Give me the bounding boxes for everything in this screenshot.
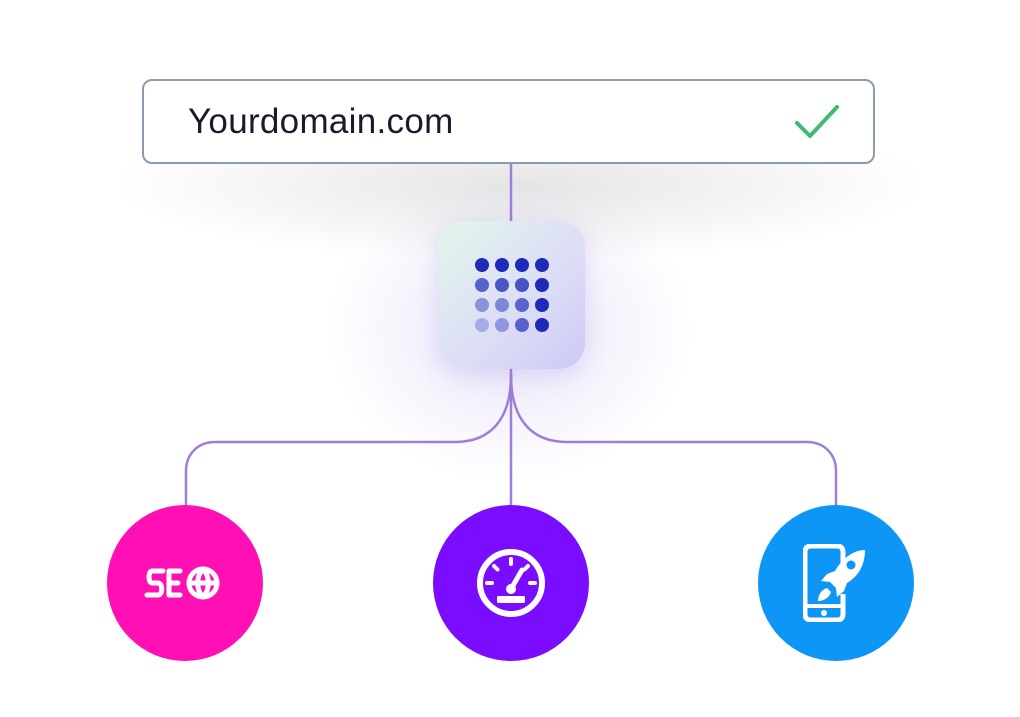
seo-service-circle[interactable] [107, 505, 263, 661]
logo-dot [474, 298, 489, 312]
logo-dot [494, 278, 509, 292]
seo-globe-icon [144, 566, 220, 600]
logo-dot [474, 318, 489, 332]
logo-dot [494, 258, 509, 272]
logo-dot [474, 278, 489, 292]
logo-dot [534, 258, 549, 272]
connector-hub-to-seo [184, 373, 513, 507]
hub-logo-tile [438, 221, 585, 369]
logo-dot [514, 258, 529, 272]
logo-dot [514, 278, 529, 292]
mobile-rocket-icon [803, 544, 865, 622]
mobile-service-circle[interactable] [758, 505, 914, 661]
logo-dot [534, 278, 549, 292]
logo-dot [534, 298, 549, 312]
logo-dot [494, 298, 509, 312]
checkmark-icon [795, 104, 839, 138]
logo-dot [474, 258, 489, 272]
logo-dot [534, 318, 549, 332]
domain-input-box[interactable]: Yourdomain.com [142, 79, 875, 164]
logo-dot [494, 318, 509, 332]
dot-grid-logo-icon [474, 258, 549, 332]
logo-dot [514, 318, 529, 332]
connector-hub-to-mobile [509, 373, 838, 507]
logo-dot [514, 298, 529, 312]
speedometer-icon [477, 549, 545, 617]
speed-service-circle[interactable] [433, 505, 589, 661]
domain-text: Yourdomain.com [188, 101, 454, 141]
